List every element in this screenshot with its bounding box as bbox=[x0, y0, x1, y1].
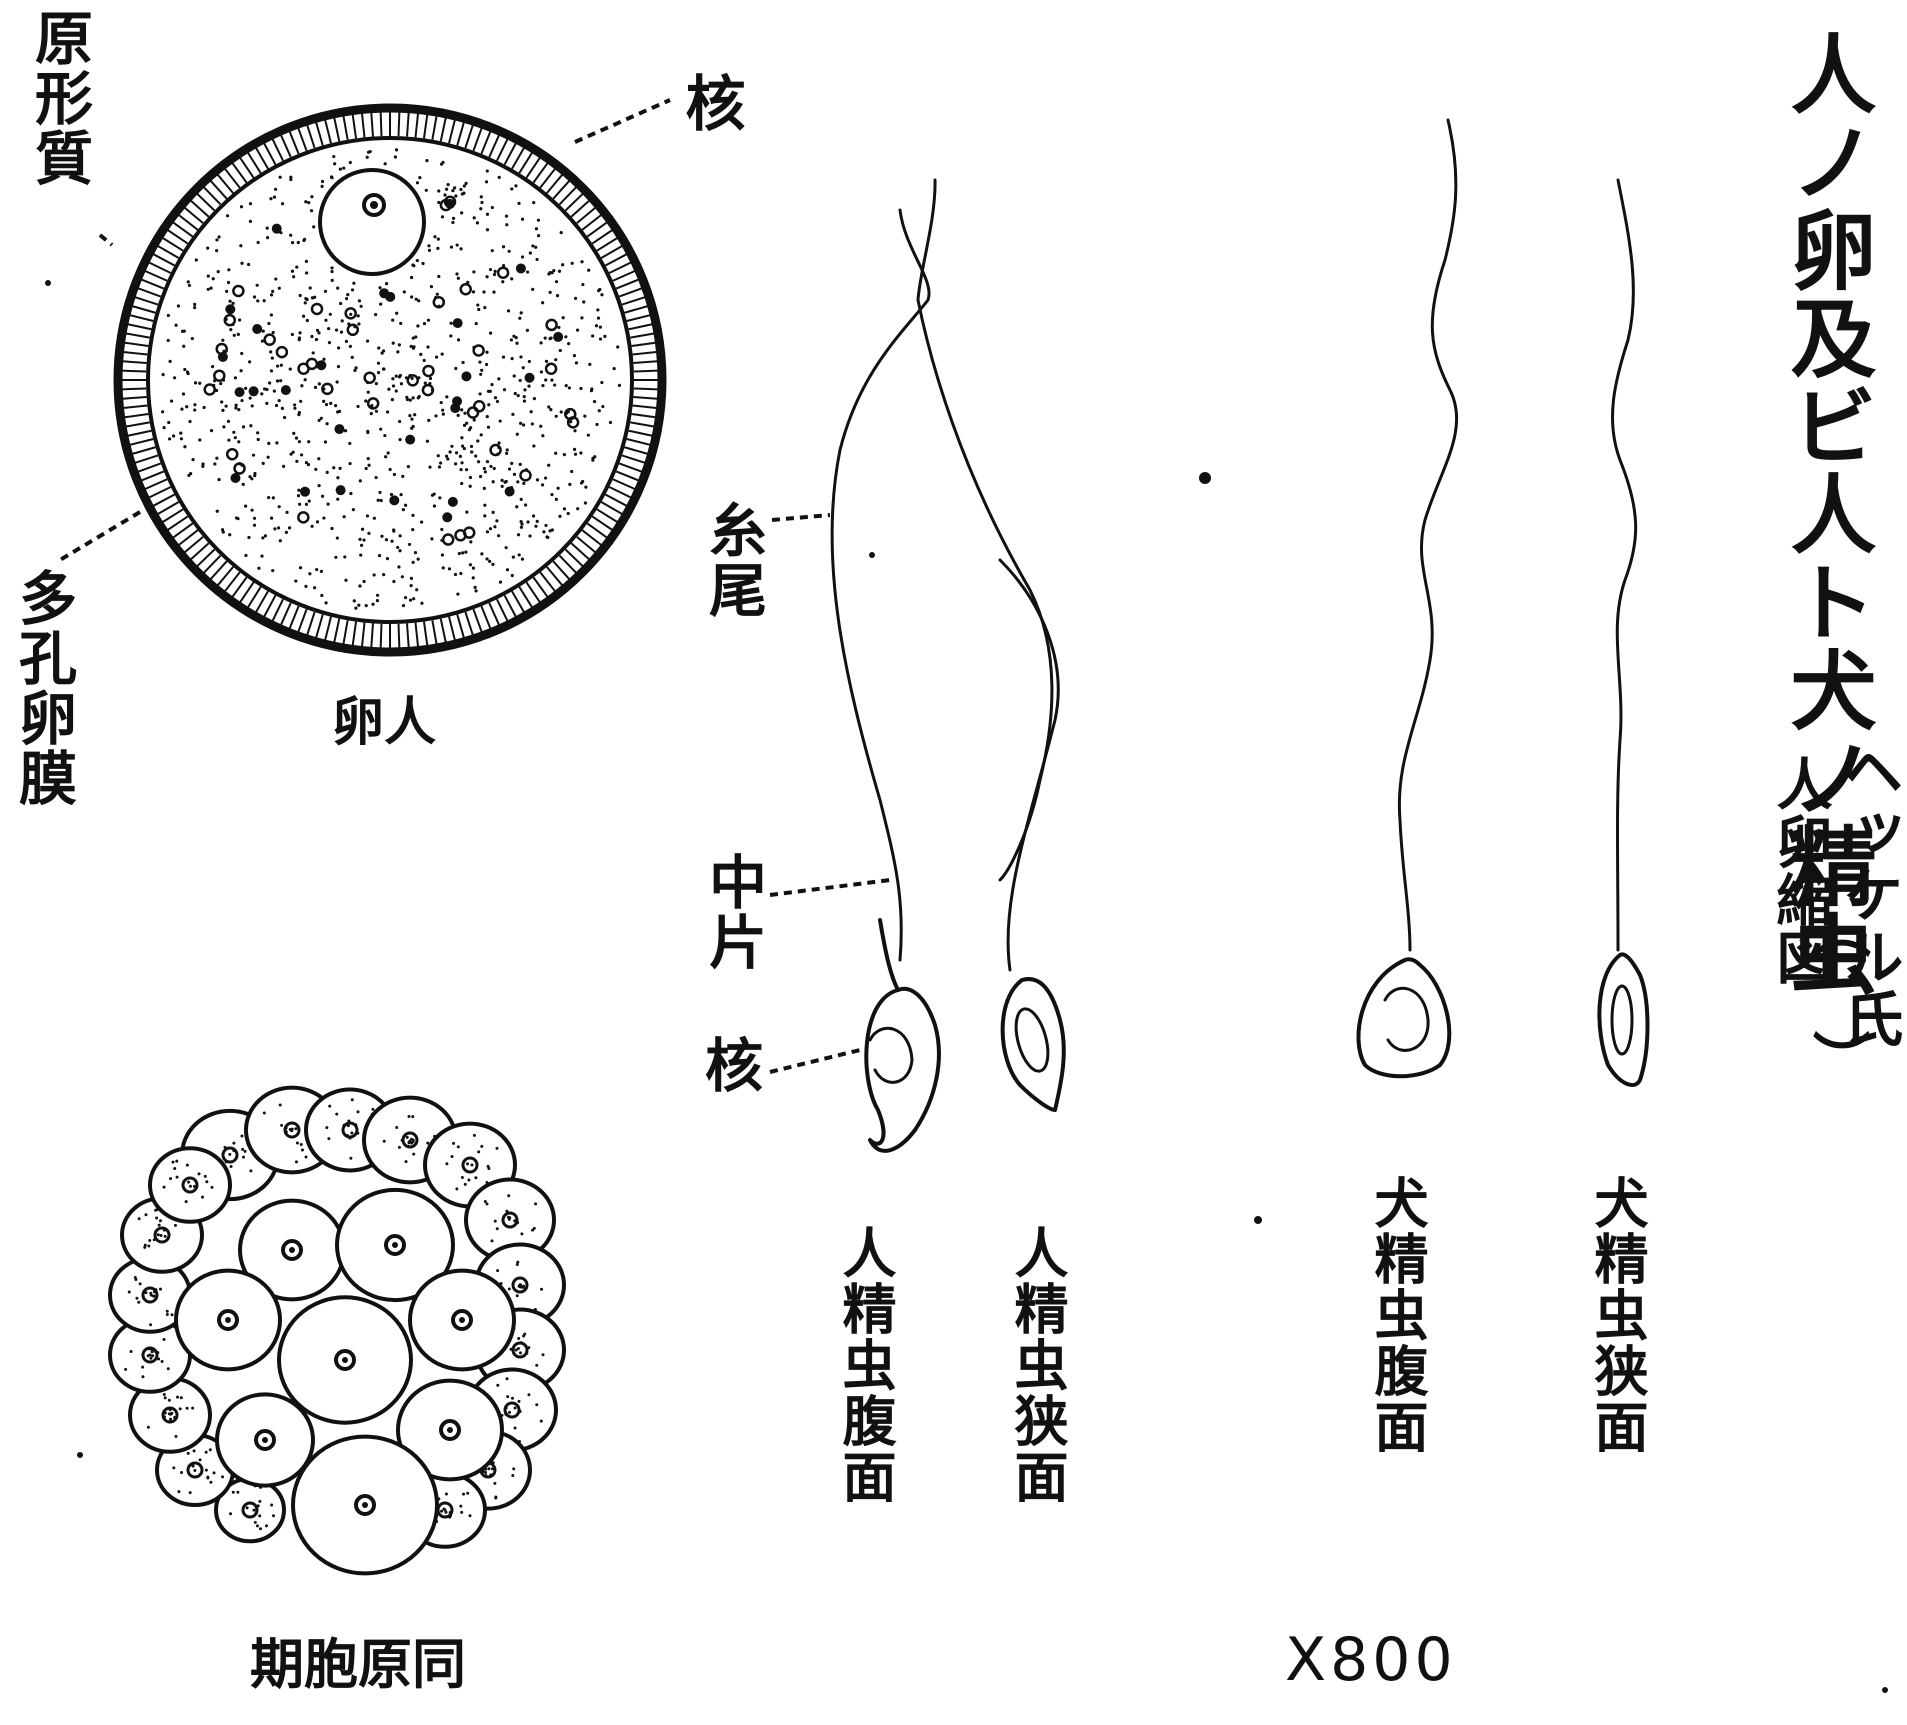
label-membrane: 多孔卵膜 bbox=[14, 568, 72, 808]
sperm-human-narrow bbox=[1000, 560, 1064, 1110]
membrane-hatching bbox=[122, 112, 658, 648]
magnification-label: X800 bbox=[1285, 1625, 1457, 1695]
title-note: 人卵縮図 bbox=[1772, 755, 1828, 987]
ovum-nucleus bbox=[320, 170, 424, 274]
title-author: ヘッケル氏 bbox=[1838, 740, 1898, 1050]
sperm-dog-narrow bbox=[1599, 180, 1647, 1085]
sperm-dog-ventral bbox=[1358, 120, 1456, 1076]
human-ovum bbox=[118, 108, 662, 652]
sperm-human-ventral bbox=[832, 180, 1052, 1151]
label-ectoplasm: 原形質 bbox=[30, 8, 88, 188]
title-paren-close: ︶ bbox=[1808, 1030, 1866, 1090]
label-ovum-nucleus: 核 bbox=[680, 72, 740, 134]
caption-sperm-human-ventral: 人精虫腹面 bbox=[838, 1225, 892, 1505]
label-middle-piece: 中片 bbox=[704, 852, 762, 972]
caption-morula: 期胞原同 bbox=[250, 1620, 466, 1699]
caption-sperm-dog-ventral: 犬精虫腹面 bbox=[1370, 1175, 1424, 1455]
caption-sperm-dog-narrow: 犬精虫狭面 bbox=[1590, 1175, 1644, 1455]
caption-ovum: 卵人 bbox=[332, 680, 436, 755]
ovum-yolk-granules bbox=[161, 148, 621, 609]
label-sperm-nucleus: 核 bbox=[700, 1035, 758, 1095]
caption-sperm-human-narrow: 人精虫狭面 bbox=[1010, 1225, 1064, 1505]
label-tail: 糸尾 bbox=[704, 500, 762, 620]
morula-cluster bbox=[110, 1088, 564, 1574]
